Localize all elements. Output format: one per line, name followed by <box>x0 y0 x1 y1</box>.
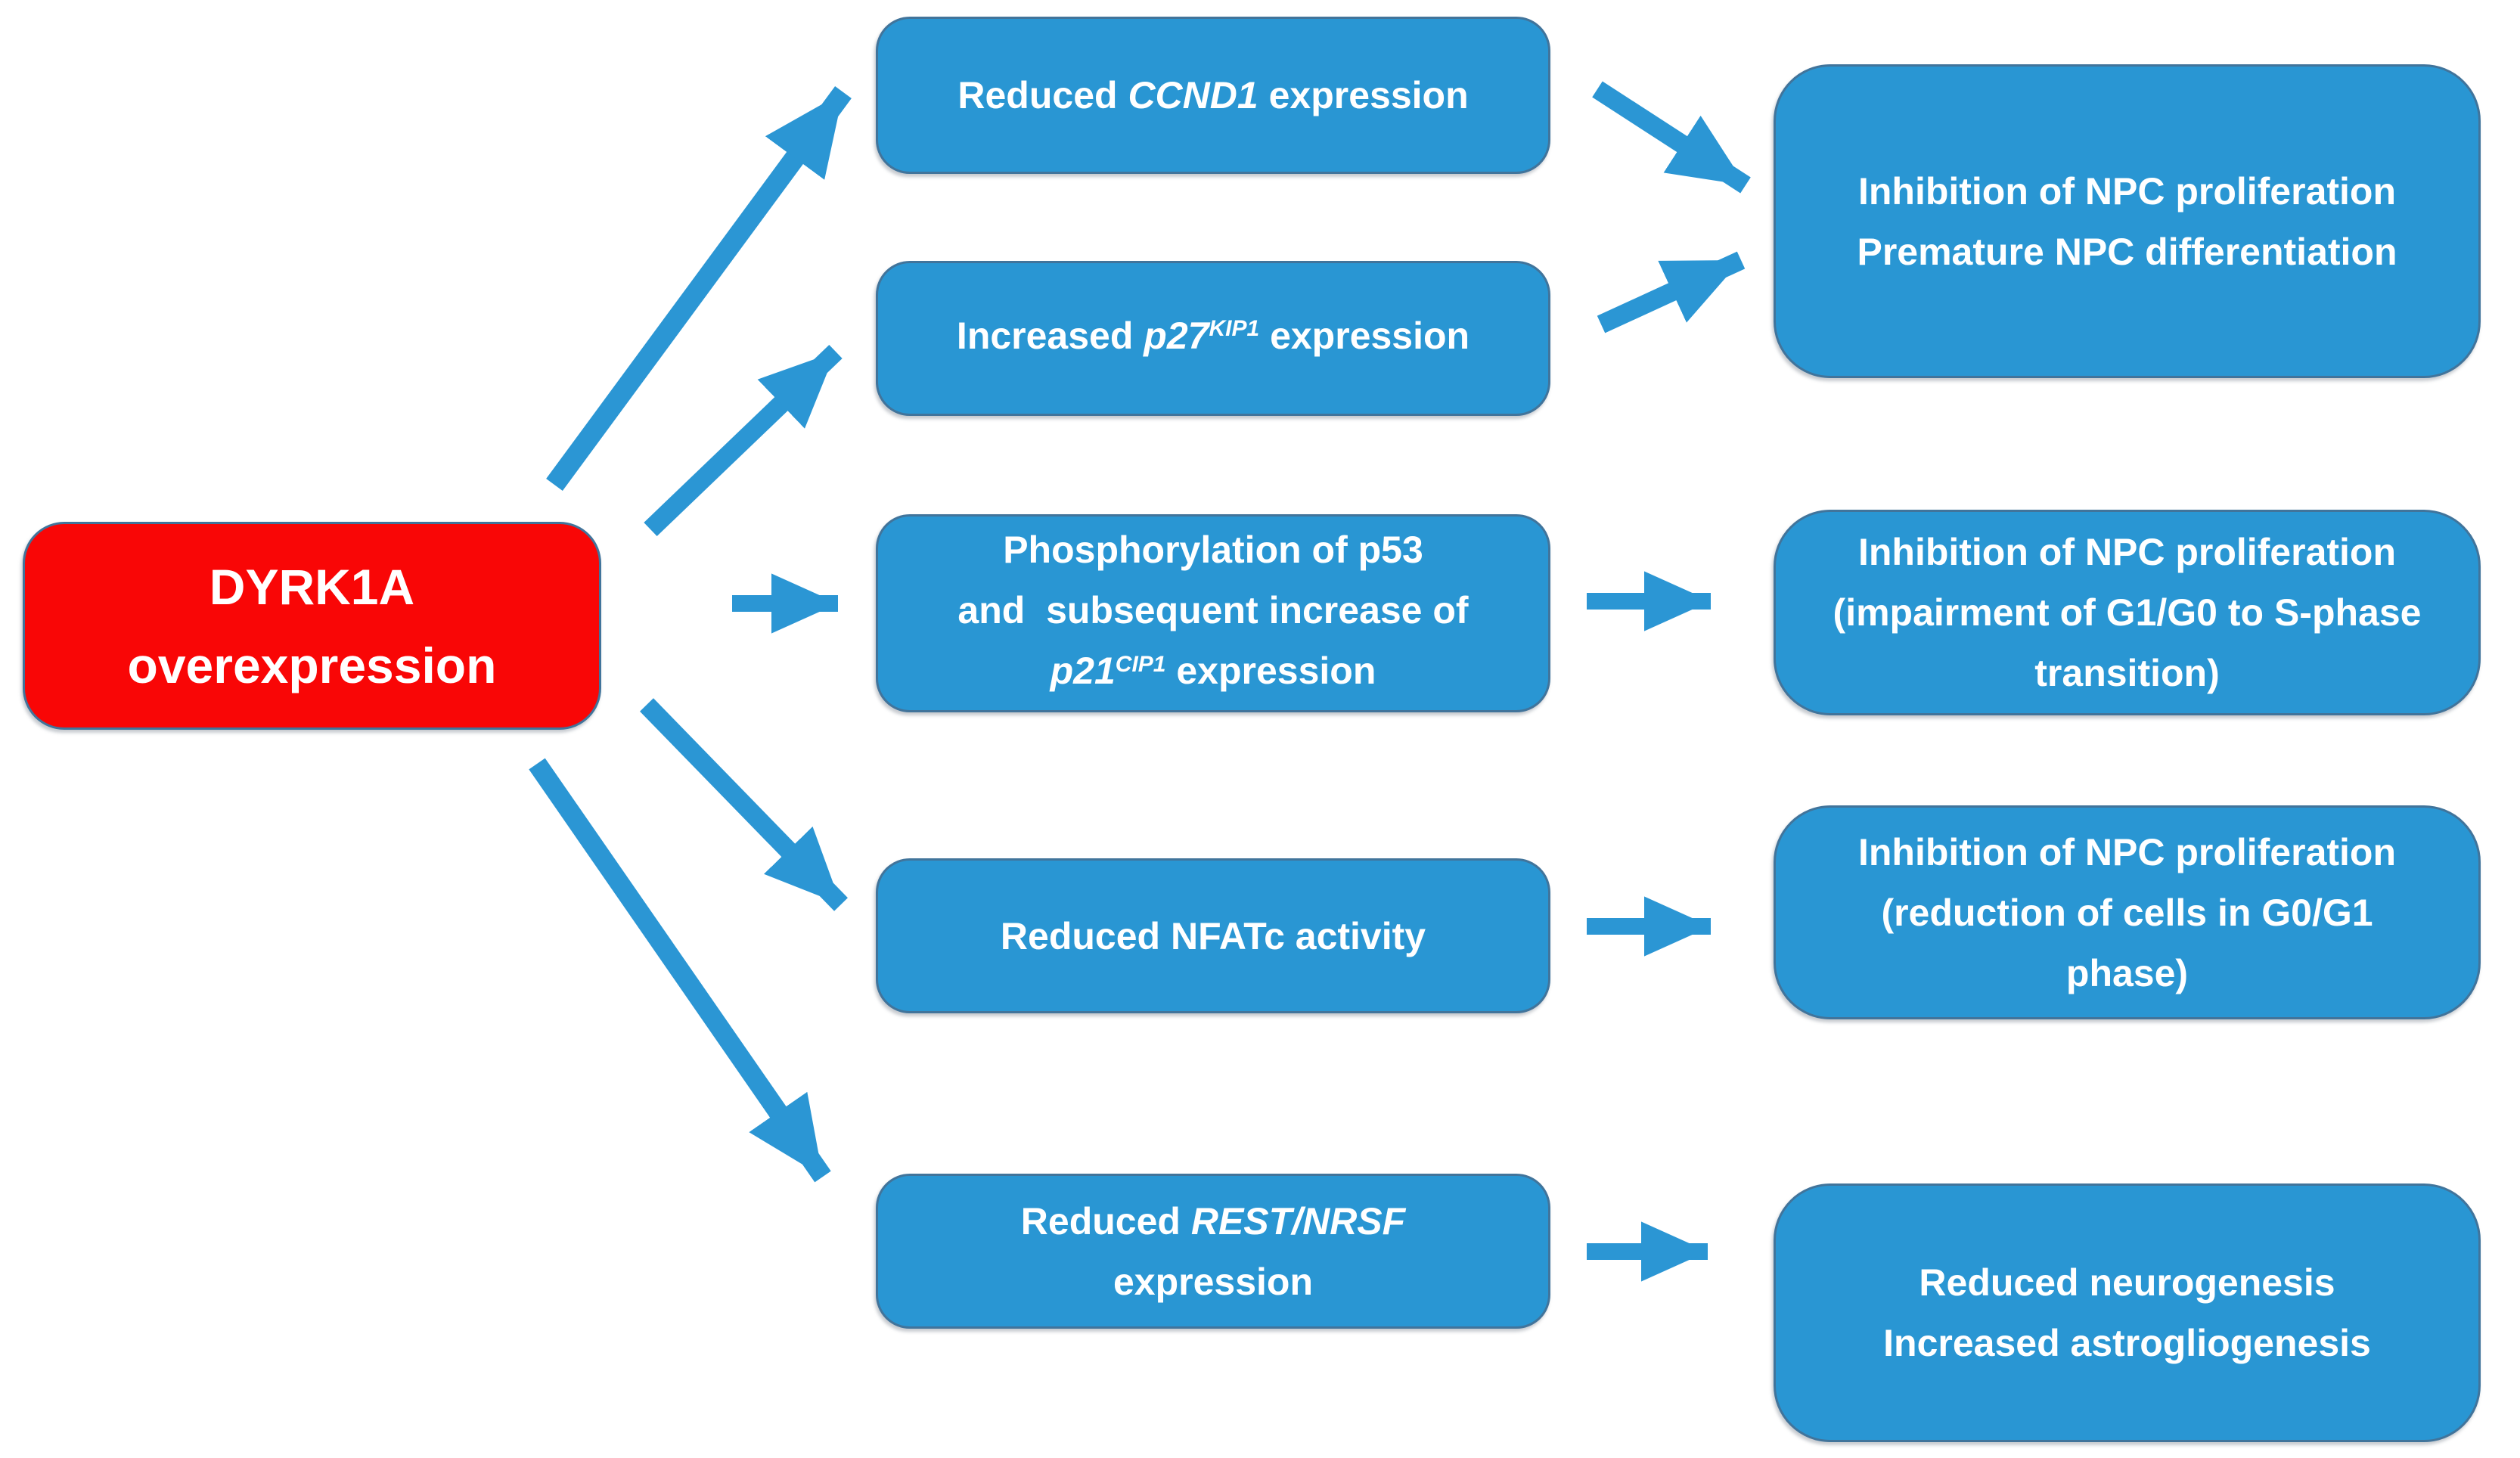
text-line: (impairment of G1/G0 to S-phase <box>1833 591 2422 634</box>
right-box-inhibition-npc-proliferation-g1g0-s-phase: Inhibition of NPC proliferation (impairme… <box>1774 510 2481 715</box>
text-line: Inhibition of NPC proliferation <box>1857 169 2397 212</box>
text-line: expression <box>1113 1260 1313 1303</box>
arrow-source-to-ccnd1 <box>546 85 852 492</box>
middle-box-reduced-nfatc-activity: Reduced NFATc activity <box>876 858 1550 1013</box>
text-line: Phosphorylation of p53 <box>1003 529 1423 571</box>
arrow-source-to-nfatc <box>640 698 848 911</box>
text-line: phase) <box>2065 951 2189 994</box>
text-line: and subsequent increase of <box>957 589 1469 631</box>
text-line: Reduced NFATc activity <box>1000 914 1426 957</box>
middle-box-increased-p27kip1-expression: Increased p27KIP1 expression <box>876 261 1550 416</box>
text-line: Increased p27KIP1 expression <box>956 314 1470 357</box>
arrow-source-to-p27 <box>644 344 843 537</box>
text-line: transition) <box>2034 652 2220 694</box>
arrow-p27-to-npc-proliferation <box>1597 251 1746 333</box>
text-line: Reduced CCND1 expression <box>957 74 1469 116</box>
source-box-dyrk1a-overexpression: DYRK1A overexpression <box>23 522 601 730</box>
text-line: overexpression <box>127 637 497 693</box>
text-line: Inhibition of NPC proliferation <box>1857 830 2397 873</box>
text-line: p21CIP1 expression <box>1050 650 1376 692</box>
middle-box-reduced-ccnd1-expression: Reduced CCND1 expression <box>876 17 1550 174</box>
middle-box-phosphorylation-of-p53: Phosphorylation of p53 and subsequent inc… <box>876 514 1550 712</box>
arrow-ccnd1-to-npc-proliferation <box>1592 81 1751 194</box>
text-line: Increased astrogliogenesis <box>1883 1322 2371 1364</box>
text-line: Inhibition of NPC proliferation <box>1857 531 2397 573</box>
arrow-source-to-rest <box>529 758 831 1183</box>
text-line: (reduction of cells in G0/G1 <box>1881 891 2373 934</box>
right-box-inhibition-npc-proliferation-g0g1-reduction: Inhibition of NPC proliferation (reductio… <box>1774 805 2481 1019</box>
text-line: Premature NPC differentiation <box>1857 230 2397 273</box>
text-line: Reduced REST/NRSF <box>1020 1199 1406 1242</box>
text-line: Reduced neurogenesis <box>1919 1261 2335 1304</box>
middle-box-reduced-rest-nrsf-expression: Reduced REST/NRSF expression <box>876 1174 1550 1329</box>
text-line: DYRK1A <box>209 558 415 615</box>
